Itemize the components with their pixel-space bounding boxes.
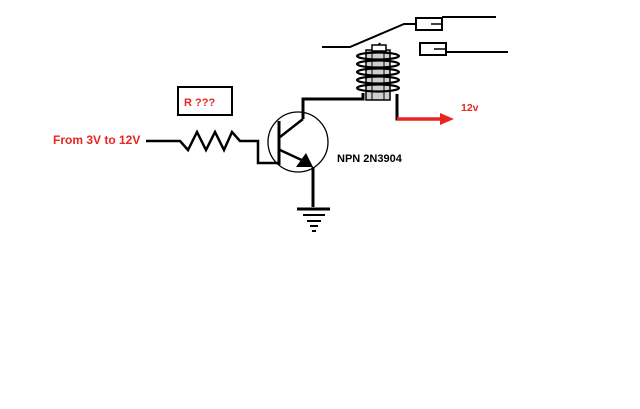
coil-supply-wire	[395, 94, 405, 121]
resistor-value-box: R ???	[177, 86, 233, 116]
transistor-label: NPN 2N3904	[337, 153, 403, 165]
ground-icon	[297, 207, 330, 232]
resistor	[146, 129, 270, 165]
supply-voltage-label: 12v	[461, 102, 479, 114]
supply-arrow-icon	[397, 113, 454, 125]
collector-wire	[301, 93, 365, 119]
emitter-arrow	[296, 153, 313, 167]
input-voltage-label: From 3V to 12V	[53, 133, 140, 147]
resistor-value-label: R ???	[184, 97, 215, 109]
relay-switch	[322, 16, 508, 56]
relay-coil	[355, 42, 401, 101]
npn-transistor	[267, 111, 329, 173]
